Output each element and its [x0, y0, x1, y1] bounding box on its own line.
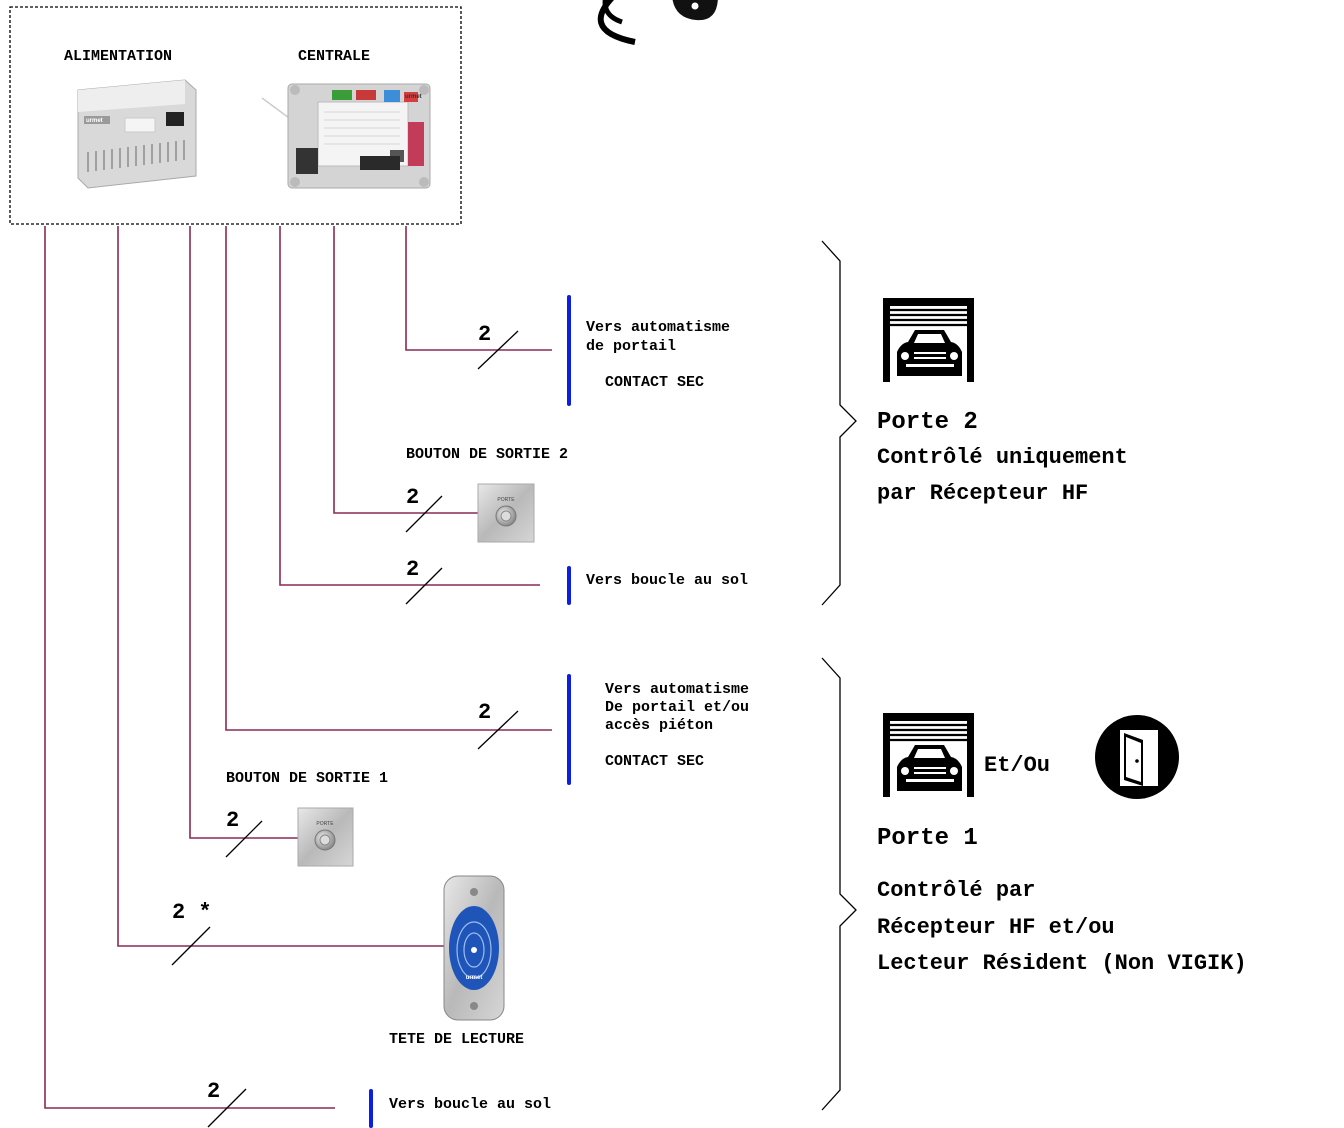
count-boucle-1: 2 [207, 1079, 220, 1104]
exit-button-1-text: PORTE [316, 821, 334, 827]
card-reader-brand: urmet [466, 975, 483, 981]
porte1-gate-line2: De portail et/ou [605, 699, 749, 716]
porte1-loop: Vers boucle au sol [389, 1096, 551, 1113]
wire-bouton-sortie-1 [189, 226, 298, 839]
bouton-sortie-1-label: BOUTON DE SORTIE 1 [226, 770, 388, 787]
central-unit-brand: urmet [405, 94, 422, 100]
garage-car-icon-porte-1 [883, 713, 974, 797]
wire-count-slashes [171, 330, 519, 1128]
card-reader-icon: urmet [443, 875, 505, 1021]
porte2-desc-line2: par Récepteur HF [877, 481, 1088, 506]
equipment-box [9, 6, 462, 225]
count-boucle-2: 2 [406, 557, 419, 582]
count-portail-2: 2 [478, 322, 491, 347]
porte2-loop: Vers boucle au sol [586, 572, 748, 589]
wire-portail-pieton [225, 226, 552, 731]
brace-porte-2 [821, 240, 857, 606]
garage-car-icon [883, 298, 974, 382]
remote-fob-icon [672, 0, 718, 21]
wireless-signal-icon [597, 0, 636, 45]
porte2-gate-line2: de portail [586, 338, 676, 355]
bouton-sortie-2-label: BOUTON DE SORTIE 2 [406, 446, 568, 463]
count-pieton: 2 [478, 700, 491, 725]
wire-boucle-sol-2 [279, 226, 540, 586]
brace-porte-1 [821, 657, 857, 1111]
wire-tete-lecture [117, 226, 444, 947]
porte1-contact: CONTACT SEC [605, 753, 704, 770]
porte2-contact: CONTACT SEC [605, 374, 704, 391]
count-lecteur: 2 * [172, 900, 212, 925]
wire-boucle-sol-1 [44, 226, 335, 1109]
wire-bouton-sortie-2 [333, 226, 480, 514]
centrale-label: CENTRALE [298, 48, 370, 65]
porte1-desc-line3: Lecteur Résident (Non VIGIK) [877, 951, 1247, 976]
count-bouton-2: 2 [406, 485, 419, 510]
wire-portail-2 [405, 226, 552, 351]
door-icon [1095, 715, 1179, 799]
porte1-desc-line1: Contrôlé par [877, 878, 1035, 903]
porte2-title: Porte 2 [877, 409, 978, 436]
porte1-title: Porte 1 [877, 825, 978, 852]
power-supply-image: urmet [77, 79, 197, 189]
exit-button-2-text: PORTE [497, 497, 515, 503]
porte2-desc-line1: Contrôlé uniquement [877, 445, 1128, 470]
tete-lecture-label: TETE DE LECTURE [389, 1031, 524, 1048]
count-bouton-1: 2 [226, 808, 239, 833]
porte1-gate-line3: accès piéton [605, 717, 713, 734]
porte1-desc-line2: Récepteur HF et/ou [877, 915, 1115, 940]
porte2-gate-line1: Vers automatisme [586, 319, 730, 336]
power-supply-brand: urmet [86, 118, 103, 124]
porte1-gate-line1: Vers automatisme [605, 681, 749, 698]
exit-button-2-icon: PORTE [477, 483, 535, 543]
icon-join-label: Et/Ou [984, 753, 1050, 778]
exit-button-1-icon: PORTE [297, 807, 354, 867]
central-unit-image: urmet [261, 83, 431, 189]
alimentation-label: ALIMENTATION [64, 48, 172, 65]
wires [44, 226, 552, 1109]
